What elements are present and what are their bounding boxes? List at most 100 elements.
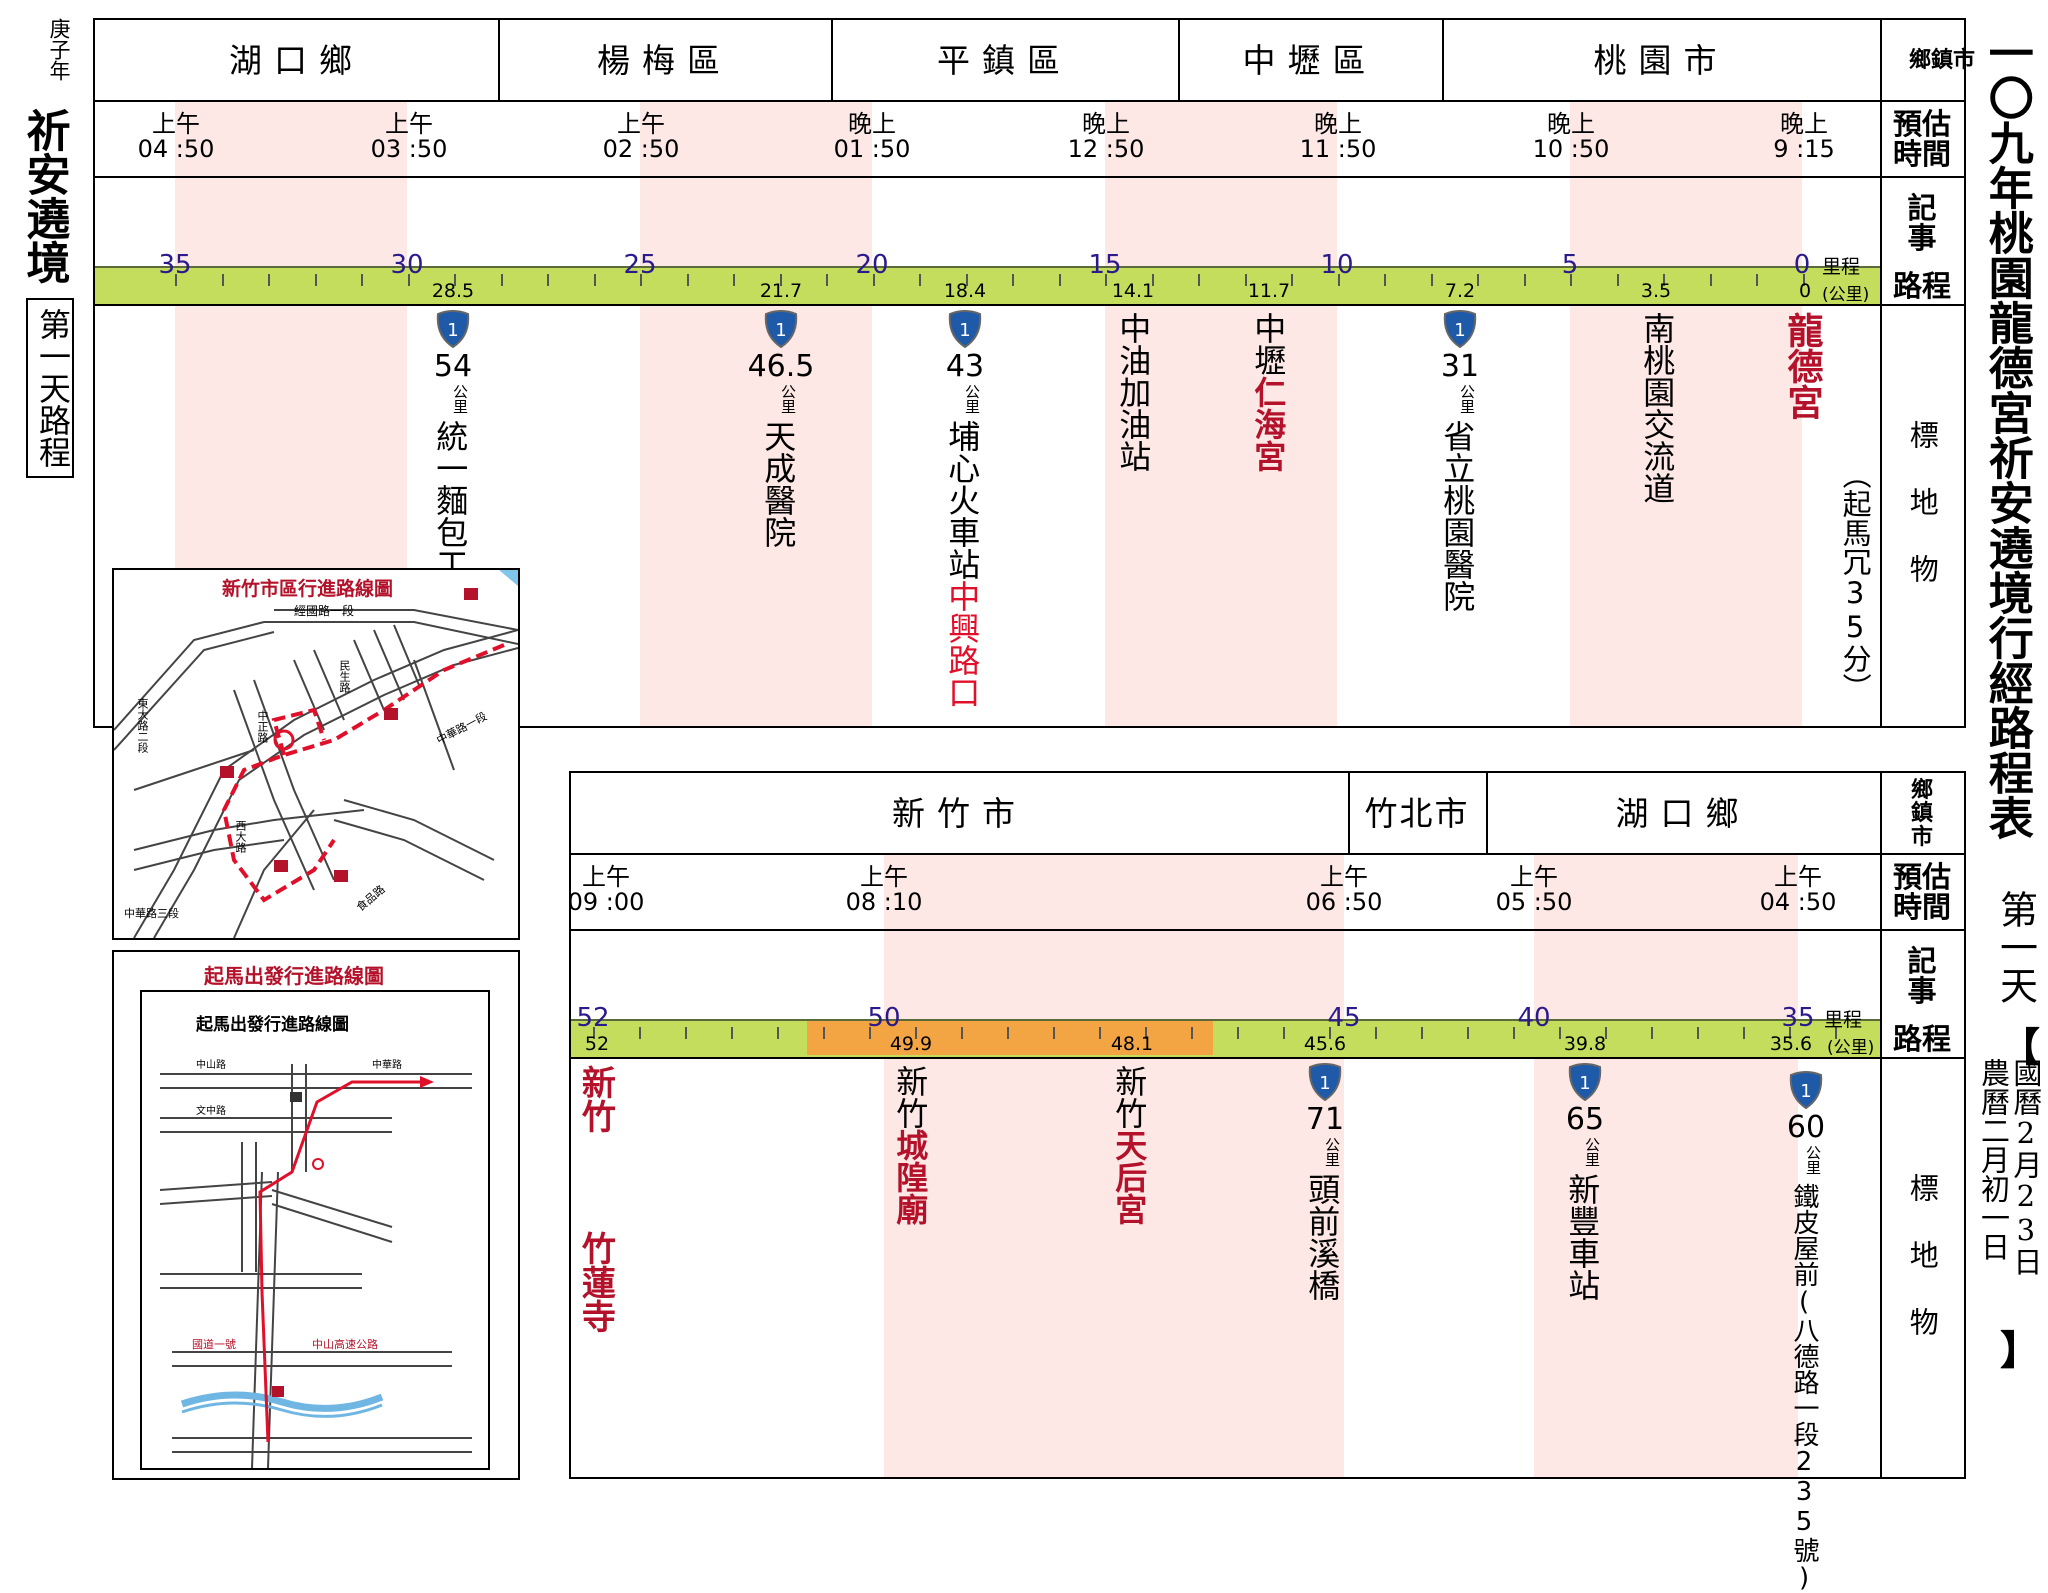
landmark-name: 省立桃園醫院 xyxy=(1438,420,1477,612)
district-name: 楊梅區 xyxy=(597,41,732,80)
route-bar xyxy=(95,266,1880,306)
header-township: 鄉鎮市 xyxy=(1910,778,1933,850)
scale-tick xyxy=(1651,1027,1653,1039)
svg-text:1: 1 xyxy=(447,320,458,341)
district-name: 湖口鄉 xyxy=(229,41,364,80)
scale-tick xyxy=(1099,1027,1101,1039)
scale-tick xyxy=(1802,274,1805,286)
scale-tick xyxy=(1198,274,1200,286)
point-km: 45.6 xyxy=(1303,1033,1347,1055)
scale-tick xyxy=(1337,274,1340,286)
scale-tick xyxy=(1329,1027,1331,1039)
scale-tick xyxy=(361,274,363,286)
left-title: 祈安遶境 xyxy=(18,108,70,284)
start-map-inner-title: 起馬出發行進路線圖 xyxy=(196,1015,349,1035)
highway-km: 54 xyxy=(433,349,473,384)
district-divider xyxy=(831,20,833,100)
row-divider xyxy=(95,100,1964,102)
svg-text:1: 1 xyxy=(775,320,786,341)
district-divider xyxy=(498,20,500,100)
scale-tick xyxy=(1007,1027,1009,1039)
scale-tick xyxy=(1605,1027,1607,1039)
map-street-label: 中華路 xyxy=(372,1060,402,1071)
header-col-divider xyxy=(1880,20,1882,726)
map-street-label: 民生路 xyxy=(338,660,351,693)
scale-tick xyxy=(175,274,177,286)
district-name: 平鎮區 xyxy=(937,41,1072,80)
right-day: 第一天 xyxy=(1993,890,2038,1004)
scale-tick xyxy=(593,1027,595,1039)
map-street-label: 中正路 xyxy=(256,710,269,743)
scale-tick xyxy=(919,274,921,286)
scale-mark: 45 xyxy=(1327,1003,1361,1033)
landmark-name: 新竹天后宮 xyxy=(1110,1065,1149,1225)
point-km: 3.5 xyxy=(1640,280,1672,302)
highway-km: 65 xyxy=(1565,1102,1605,1137)
scale-tick xyxy=(640,274,642,286)
scale-tick xyxy=(961,1027,963,1039)
scale-tick xyxy=(1384,274,1386,286)
scale-tick xyxy=(915,1027,917,1039)
header-landmarks: 標地物 xyxy=(1905,419,1940,621)
scale-tick xyxy=(777,1027,779,1039)
scale-tick xyxy=(407,274,410,286)
header-col-divider xyxy=(1880,773,1882,1477)
km-unit: 公里 xyxy=(779,384,797,414)
svg-text:1: 1 xyxy=(1454,320,1465,341)
point-km: 52 xyxy=(584,1033,610,1055)
district-name: 桃園市 xyxy=(1593,41,1729,80)
scale-mark: 0 xyxy=(1793,250,1811,280)
scale-mark: 40 xyxy=(1517,1003,1551,1033)
km-unit: 公里 xyxy=(451,384,469,414)
city-map-drawing xyxy=(113,570,519,939)
district-divider xyxy=(1442,20,1444,100)
mileage-unit: (公里) xyxy=(1822,285,1870,305)
scale-tick xyxy=(1789,1027,1791,1039)
scale-tick xyxy=(1375,1027,1377,1039)
scale-tick xyxy=(733,274,735,286)
scale-mark: 25 xyxy=(623,250,657,280)
scale-tick xyxy=(1513,1027,1515,1039)
svg-text:1: 1 xyxy=(959,320,970,341)
scale-tick xyxy=(1145,1027,1147,1039)
start-temple-name: 龍德宮 xyxy=(1781,312,1823,420)
scale-mark: 20 xyxy=(855,250,889,280)
landmark-name: 天成醫院 xyxy=(759,420,798,548)
scale-tick xyxy=(1559,1027,1561,1039)
start-note: （起馬冗35分） xyxy=(1838,460,1873,702)
km-unit: 公里 xyxy=(1804,1145,1822,1175)
point-km: 21.7 xyxy=(759,280,803,302)
scale-tick xyxy=(869,1027,871,1039)
point-km: 14.1 xyxy=(1111,280,1155,302)
point-km: 28.5 xyxy=(431,280,475,302)
start-map-title: 起馬出發行進路線圖 xyxy=(204,964,384,988)
bracket-open: 【 xyxy=(2000,1025,2040,1071)
point-km: 39.8 xyxy=(1563,1033,1607,1055)
scale-tick xyxy=(314,274,317,286)
scale-tick xyxy=(1570,274,1572,286)
svg-text:1: 1 xyxy=(1579,1073,1590,1094)
row-divider xyxy=(571,929,1964,931)
scale-tick xyxy=(1237,1027,1239,1039)
highway-shield-icon: 1 xyxy=(1789,1071,1823,1109)
scale-tick xyxy=(268,274,270,286)
landmark-name: 南桃園交流道 xyxy=(1638,312,1677,504)
landmark-name: 頭前溪橋 xyxy=(1303,1173,1342,1301)
scale-tick xyxy=(593,274,596,286)
start-route-map: 起馬出發行進路線圖 起馬出發行進路線圖 中山路 xyxy=(112,950,520,1480)
scale-tick xyxy=(1244,274,1247,286)
scale-tick xyxy=(1835,1027,1837,1039)
scale-tick xyxy=(1105,274,1107,286)
top-route-table: 湖口鄉 楊梅區 平鎮區 中壢區 桃園市 鄉鎮市 預估時間 記事 路程 標地物 上… xyxy=(93,18,1975,728)
scale-mark: 10 xyxy=(1320,250,1354,280)
map-street-label: 中山高速公路 xyxy=(312,1338,378,1351)
district-name: 湖口鄉 xyxy=(1615,794,1751,833)
scale-mark: 50 xyxy=(867,1003,901,1033)
highway-km: 71 xyxy=(1305,1102,1345,1137)
header-time: 預估時間 xyxy=(1893,859,1952,924)
scale-tick xyxy=(1743,1027,1745,1039)
